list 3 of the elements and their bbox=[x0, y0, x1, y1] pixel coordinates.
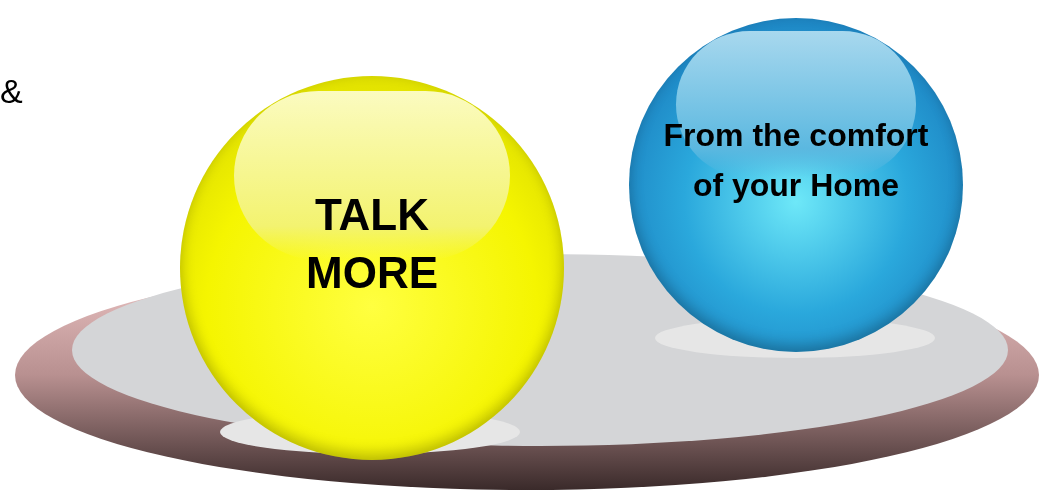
ampersand-label: & bbox=[0, 71, 23, 112]
sphere-text: TALK MORE bbox=[305, 189, 439, 299]
sphere-text: From the comfort of your Home bbox=[662, 116, 930, 205]
